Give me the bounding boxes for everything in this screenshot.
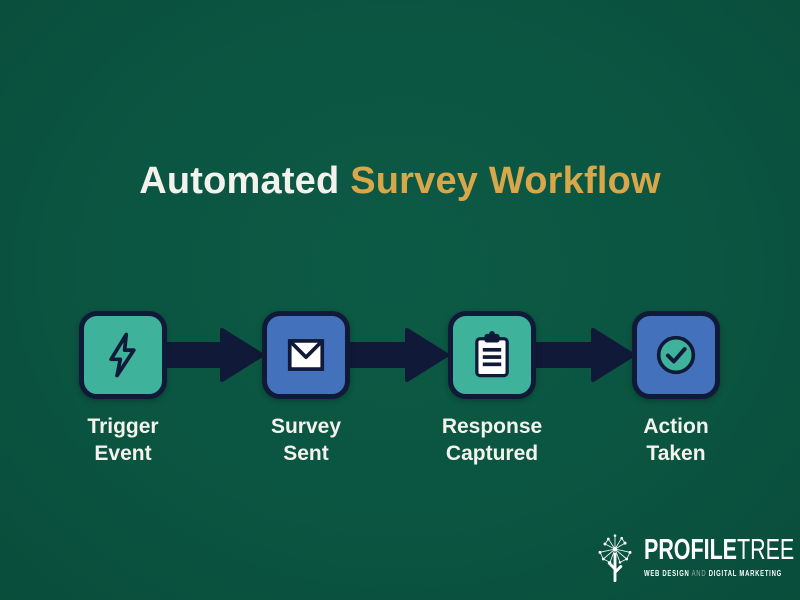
page-title: Automated Survey Workflow xyxy=(0,160,800,203)
brand-name-light: TREE xyxy=(736,534,795,566)
step-label-line2: Sent xyxy=(283,442,329,466)
step-label-line2: Taken xyxy=(646,442,706,466)
step-label-line1: Response xyxy=(441,415,543,438)
step-label: Response Captured xyxy=(442,413,542,468)
check-icon xyxy=(656,335,696,375)
logo-text: PROFILETREE WEB DESIGN AND DIGITAL MARKE… xyxy=(644,536,794,579)
clipboard-icon xyxy=(475,331,509,378)
lightning-icon xyxy=(109,332,136,378)
tagline-and: AND xyxy=(689,569,709,578)
step-label-line2: Event xyxy=(94,442,152,466)
workflow-step-survey-sent: Survey Sent xyxy=(221,311,391,468)
step-label-line2: Captured xyxy=(445,442,539,466)
flow-arrow-icon xyxy=(531,328,635,382)
step-tile xyxy=(79,311,167,399)
brand-tagline: WEB DESIGN AND DIGITAL MARKETING xyxy=(644,569,794,578)
workflow-step-action-taken: Action Taken xyxy=(591,311,761,468)
brand-name: PROFILETREE xyxy=(644,536,794,565)
brand-name-bold: PROFILE xyxy=(644,534,737,566)
step-label: Action Taken xyxy=(643,413,708,468)
step-label: Trigger Event xyxy=(87,413,158,468)
workflow-step-response-captured: Response Captured xyxy=(407,311,577,468)
page-title-part2: Survey Workflow xyxy=(350,160,661,202)
envelope-icon xyxy=(287,339,325,371)
profiletree-logo: PROFILETREE WEB DESIGN AND DIGITAL MARKE… xyxy=(550,528,794,590)
network-tree-icon xyxy=(598,534,632,583)
step-label-line1: Trigger xyxy=(87,415,159,438)
workflow-step-trigger-event: Trigger Event xyxy=(38,311,208,468)
flow-arrow-icon xyxy=(345,328,449,382)
step-tile xyxy=(262,311,350,399)
page-title-part1: Automated xyxy=(139,160,351,202)
flow-arrow-icon xyxy=(160,328,264,382)
step-tile xyxy=(448,311,536,399)
tagline-part1: WEB DESIGN xyxy=(644,569,690,578)
tagline-part2: DIGITAL MARKETING xyxy=(708,569,782,578)
step-label: Survey Sent xyxy=(271,413,341,468)
step-label-line1: Survey xyxy=(270,415,342,438)
step-tile xyxy=(632,311,720,399)
step-label-line1: Action xyxy=(643,415,709,438)
